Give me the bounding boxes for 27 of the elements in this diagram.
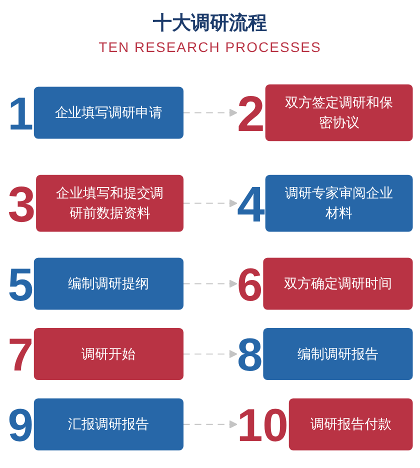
arrow	[182, 420, 238, 429]
step-number: 8	[236, 328, 263, 381]
step-number: 4	[236, 176, 265, 232]
step-number: 2	[236, 86, 265, 142]
step-number: 7	[8, 328, 34, 381]
node-box: 企业填写和提交调研前数据资料	[36, 174, 184, 232]
arrow	[182, 199, 238, 208]
arrow	[182, 350, 238, 358]
arrow	[182, 108, 238, 117]
node-box: 双方签定调研和保密协议	[265, 84, 413, 142]
node-box: 企业填写调研申请	[34, 86, 184, 139]
step-number: 6	[236, 258, 263, 310]
node-box: 双方确定调研时间	[263, 258, 413, 310]
diagram-title: 十大调研流程	[152, 12, 268, 36]
node-box: 编制调研报告	[263, 328, 413, 380]
arrow	[182, 280, 238, 288]
node-box: 调研专家审阅企业材料	[265, 174, 413, 232]
node-box: 调研开始	[34, 328, 184, 380]
step-number: 3	[8, 176, 36, 232]
node-box: 汇报调研报告	[34, 398, 184, 450]
step-number: 5	[8, 258, 34, 310]
node-box: 调研报告付款	[288, 398, 413, 450]
subtitle: TEN RESEARCH PROCESSES	[98, 39, 322, 55]
node-box: 编制调研提纲	[34, 258, 184, 310]
step-number: 10	[236, 399, 288, 452]
step-number: 1	[8, 87, 34, 140]
step-number: 9	[8, 399, 34, 452]
